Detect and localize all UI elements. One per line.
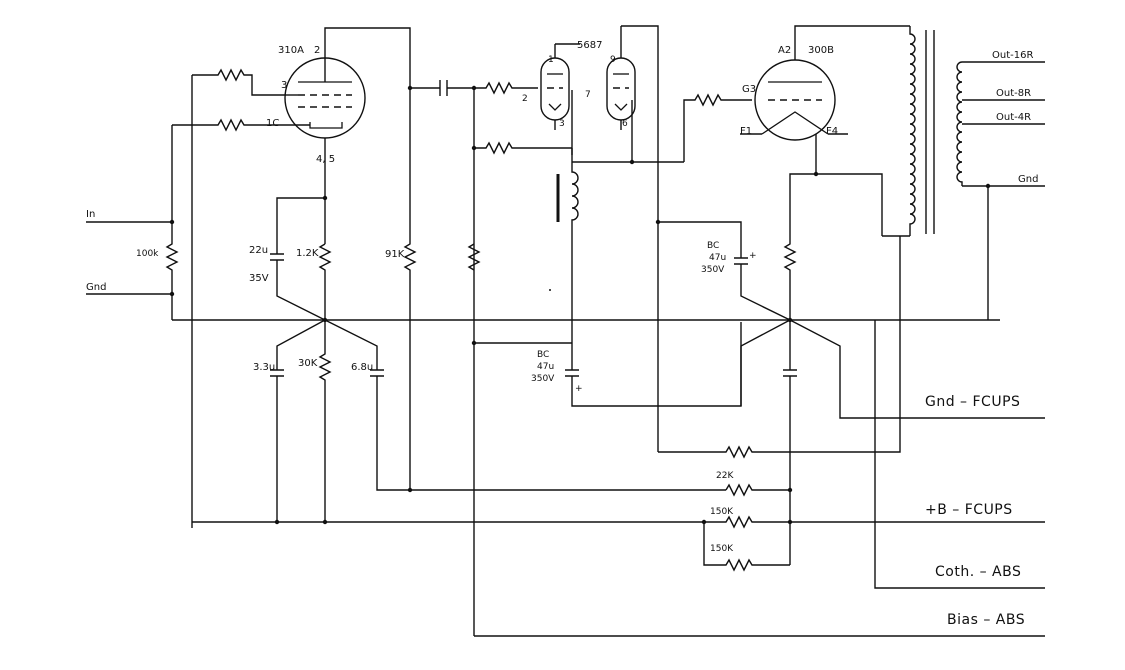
input-label: In [86, 209, 95, 220]
capacitor-bc-mid [565, 322, 742, 407]
pin-label: 6 [622, 119, 628, 129]
choke-inductor [571, 165, 579, 236]
pin-label: G3 [742, 84, 756, 95]
resistor-grid-feed [474, 141, 572, 155]
pin-label: 7 [585, 90, 591, 100]
capacitor-22u [270, 197, 326, 321]
pin-label: 2 [522, 94, 528, 104]
supply-label-coth-abs: Coth. – ABS [935, 564, 1021, 580]
output-transformer [882, 26, 1045, 320]
component-label: 1.2K [296, 248, 319, 259]
component-label: 47u [537, 362, 554, 372]
capacitor-6-8u [324, 319, 410, 491]
resistor-30k [318, 320, 332, 522]
resistor-grid-stopper [192, 68, 286, 96]
resistor-100k [165, 222, 179, 320]
component-label: 150K [710, 507, 734, 517]
pin-label: F4 [826, 126, 838, 137]
component-label: 22K [716, 471, 734, 481]
tube-310a-label: 310A [278, 45, 304, 56]
coupling-capacitor [410, 80, 538, 96]
output-4r-label: Out-4R [996, 112, 1031, 123]
component-label: BC [537, 350, 549, 360]
resistor-cathode-feed [172, 118, 286, 132]
component-label: 22u [249, 245, 268, 256]
pin-label: 3 [281, 80, 287, 91]
component-label: 47u [709, 253, 726, 263]
pin-label: 9 [610, 55, 616, 65]
resistor-22k [725, 483, 790, 497]
pin-label: 3 [559, 119, 565, 129]
tube-310a: 310A 2 3 1C 4, 5 [266, 45, 366, 165]
resistor-300b-grid [683, 93, 752, 162]
resistor-150k-a [704, 515, 790, 529]
component-label: + [749, 251, 757, 261]
capacitor-3-3u [270, 319, 326, 522]
pin-label: F1 [740, 126, 752, 137]
transformer-primary [909, 26, 916, 236]
resistor-bias [467, 243, 481, 271]
resistor-91k [324, 27, 417, 490]
resistor-300b-cathode [783, 173, 816, 320]
output-8r-label: Out-8R [996, 88, 1031, 99]
component-label: 150K [710, 544, 734, 554]
component-label: 6.8u [351, 362, 373, 373]
output-16r-label: Out-16R [992, 50, 1033, 61]
output-gnd-label: Gnd [1018, 174, 1038, 185]
resistor-feedback [658, 236, 901, 459]
component-label: 91K [385, 249, 405, 260]
pin-label: 4, 5 [316, 154, 335, 165]
component-label: 30K [298, 358, 318, 369]
resistor-150k-b [703, 522, 790, 572]
transformer-secondary [956, 61, 963, 186]
supply-label-gnd-fcups: Gnd – FCUPS [925, 394, 1020, 410]
pin-label: 1C [266, 118, 279, 129]
component-label: 350V [701, 265, 725, 275]
supply-label-b-fcups: +B – FCUPS [925, 502, 1013, 518]
resistor-1k2 [318, 243, 332, 320]
pin-label: 1 [548, 55, 554, 65]
tube-5687-label: 5687 [577, 40, 602, 51]
pin-label: 2 [314, 45, 320, 56]
pin-label: A2 [778, 45, 791, 56]
component-label: 100k [136, 249, 159, 259]
component-label: BC [707, 241, 719, 251]
supply-label-bias-abs: Bias – ABS [947, 612, 1025, 628]
tube-310a-cathode [309, 122, 343, 129]
input-gnd-label: Gnd [86, 282, 106, 293]
tube-300b-label: 300B [808, 45, 834, 56]
tube-300b-filament [761, 111, 829, 135]
tube-300b: A2 300B G3 F1 F4 [740, 40, 848, 141]
capacitor-bc-right [658, 221, 791, 321]
capacitor-300b-bypass [783, 320, 797, 565]
component-label: 350V [531, 374, 555, 384]
component-label: 35V [249, 273, 269, 284]
component-label: + [575, 384, 583, 394]
tube-5687: 5687 1 2 3 9 7 6 [522, 26, 636, 130]
component-label: 3.3u [253, 362, 275, 373]
